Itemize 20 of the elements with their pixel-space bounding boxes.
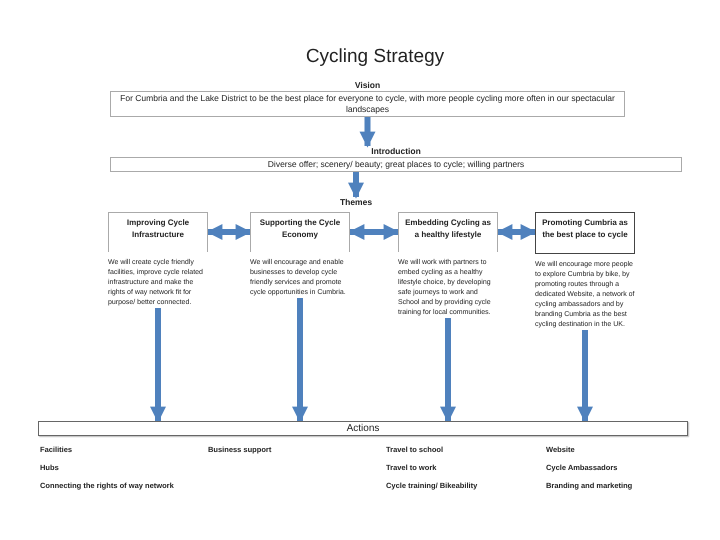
theme-box: Promoting Cumbria as the best place to cycle (535, 212, 635, 254)
arrow (150, 308, 166, 423)
double-arrow (348, 224, 400, 240)
theme-box: Embedding Cycling as a healthy lifestyle (398, 212, 498, 252)
arrow (577, 330, 593, 423)
statement-box: Diverse offer; scenery/ beauty; great places to cycle; willing partners (110, 157, 682, 172)
arrow (348, 172, 364, 199)
theme-box: Supporting the Cycle Economy (250, 212, 350, 252)
section-heading: Introduction (370, 146, 422, 157)
section-heading: Vision (354, 80, 382, 91)
arrow (360, 117, 376, 148)
section-heading: Themes (326, 197, 386, 208)
arrow (292, 298, 308, 423)
page-title: Cycling Strategy (304, 46, 446, 68)
arrow (440, 318, 456, 423)
double-arrow (496, 224, 537, 240)
section-bar: Actions (38, 421, 688, 436)
statement-box: For Cumbria and the Lake District to be the best place for everyone to cycle, with more people cycling more often in our spectacular landscapes (110, 91, 625, 117)
double-arrow (206, 224, 252, 240)
theme-box: Improving Cycle Infrastructure (108, 212, 208, 252)
